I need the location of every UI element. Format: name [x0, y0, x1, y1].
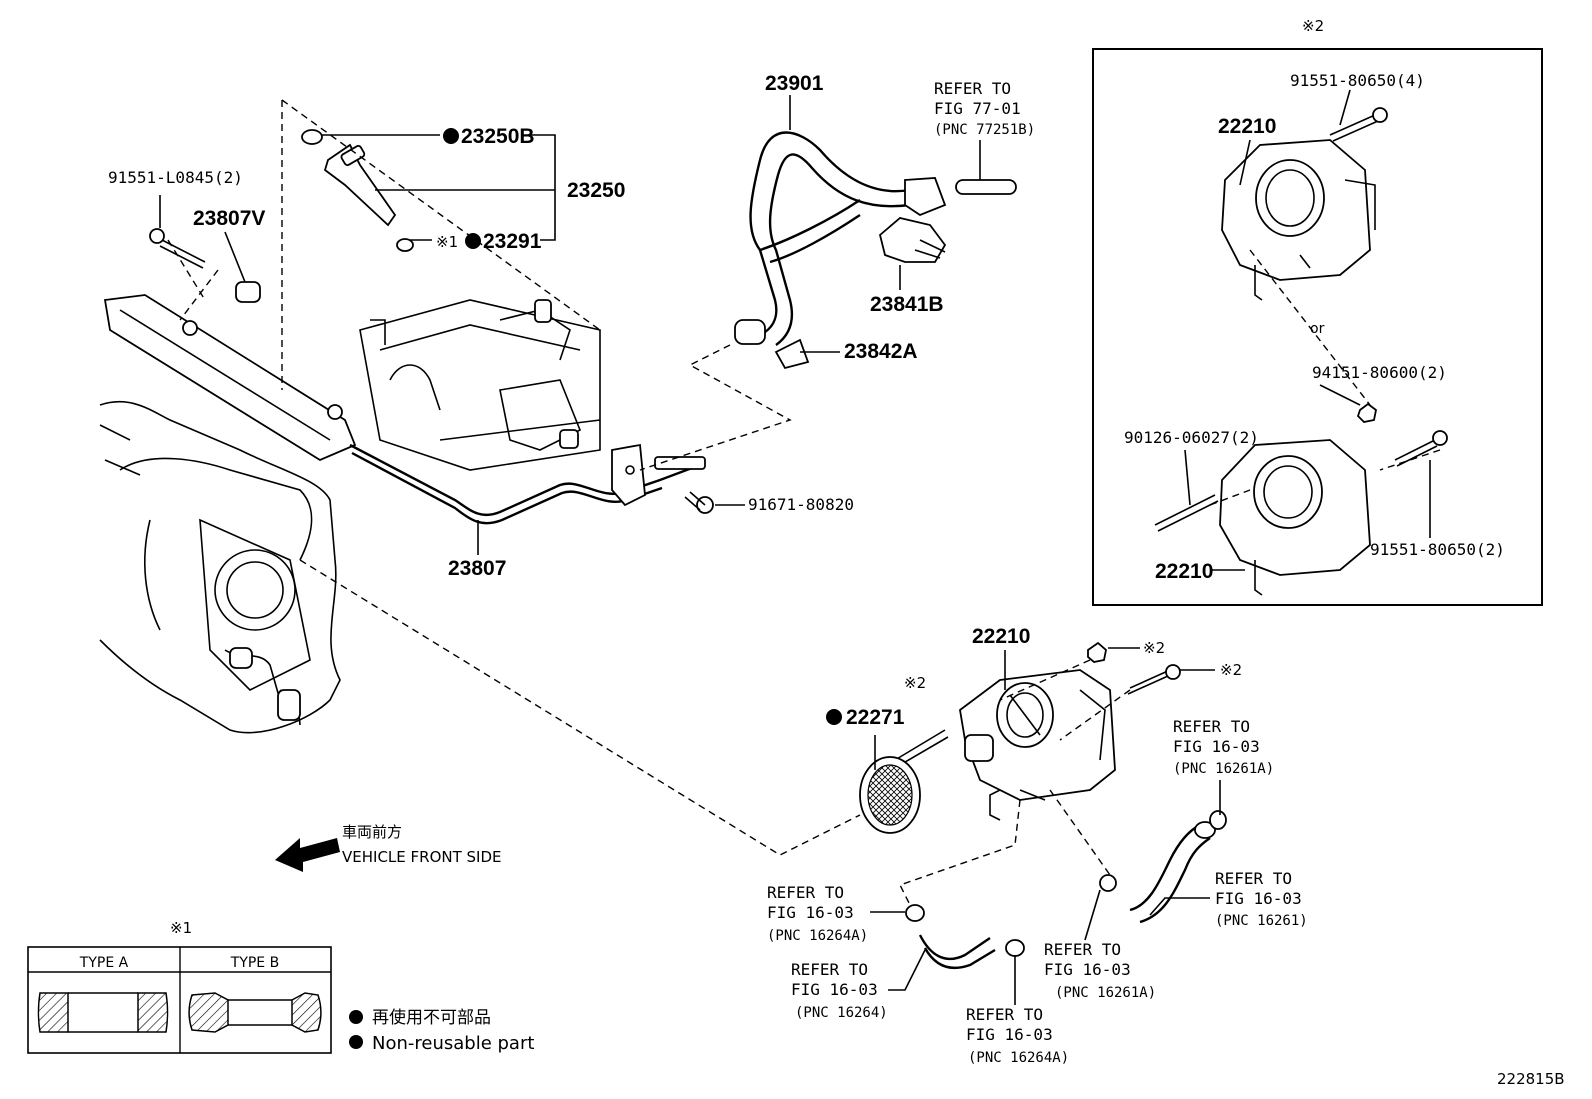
part-23807: 23807 [448, 557, 506, 580]
part-22210-variant1: 22210 [1218, 115, 1276, 138]
part-91551-80650-4: 91551-80650(4) [1290, 71, 1425, 90]
note-mark-2a: ※2 [1143, 639, 1165, 657]
part-23901: 23901 [765, 72, 824, 95]
refer-16264A-bottom-line3: (PNC 16264A) [968, 1050, 1069, 1066]
part-91551-L0845: 91551-L0845(2) [108, 168, 243, 187]
bolt-91551-L0845 [149, 228, 261, 303]
engine-illustration [99, 400, 341, 734]
fuel-rail [103, 294, 357, 462]
part-90126-06027: 90126-06027(2) [1124, 428, 1259, 447]
throttle-body-main [959, 669, 1116, 821]
part-22210-main: 22210 [972, 625, 1030, 648]
nonreusable-dot-icon [465, 233, 481, 249]
bolt-91671-80820 [684, 491, 714, 514]
type-a-header: TYPE A [79, 955, 129, 971]
refer-16261-line2: FIG 16-03 [1215, 889, 1302, 908]
refer-16261-line1: REFER TO [1215, 869, 1292, 888]
part-23250B: 23250B [461, 125, 535, 148]
note-mark-2b: ※2 [1220, 661, 1242, 679]
refer-16261A-bottom-line1: REFER TO [1044, 940, 1121, 959]
refer-16264-line3: (PNC 16264) [795, 1005, 888, 1021]
hose-23901 [734, 131, 947, 346]
note-mark-1: ※1 [436, 233, 458, 251]
nonreusable-dot-icon [826, 709, 842, 725]
part-23807V: 23807V [193, 207, 265, 230]
type-b-header: TYPE B [230, 955, 279, 971]
refer-77-line1: REFER TO [934, 79, 1011, 98]
box-note-mark: ※2 [1302, 17, 1324, 35]
refer-16264-line1: REFER TO [791, 960, 868, 979]
vehicle-front-label-en: VEHICLE FRONT SIDE [342, 848, 502, 866]
refer-16264A-bottom-line2: FIG 16-03 [966, 1025, 1053, 1044]
legend-dot-icon [349, 1010, 363, 1024]
clamp-23841B [878, 217, 947, 263]
refer-16264A-left-line3: (PNC 16264A) [767, 928, 868, 944]
fuel-pipe-23807 [349, 443, 706, 525]
part-91551-80650-2: 91551-80650(2) [1370, 540, 1505, 559]
nonreusable-dot-icon [443, 128, 459, 144]
refer-16261A-top-line2: FIG 16-03 [1173, 737, 1260, 756]
part-23842A: 23842A [844, 340, 918, 363]
clip-23842A [774, 338, 810, 370]
note-mark-2c: ※2 [904, 674, 926, 692]
type-b-section-right [291, 992, 322, 1033]
assembly-lines [167, 99, 1441, 906]
refer-77-line3: (PNC 77251B) [934, 122, 1035, 138]
throttle-body-variant-1 [1221, 107, 1388, 301]
legend-jp: 再使用不可部品 [372, 1007, 491, 1028]
gasket-22271 [859, 756, 921, 834]
part-23841B: 23841B [870, 293, 944, 316]
refer-16261A-top-line1: REFER TO [1173, 717, 1250, 736]
leader-lines [159, 89, 1431, 1005]
throttle-fasteners [894, 641, 1181, 766]
figure-id: 222815B [1497, 1070, 1565, 1088]
type-a-section-left [37, 992, 69, 1033]
or-label: or [1310, 321, 1325, 337]
part-91671-80820: 91671-80820 [748, 495, 854, 514]
part-22210-variant2: 22210 [1155, 560, 1213, 583]
part-23250: 23250 [567, 179, 625, 202]
refer-77-line2: FIG 77-01 [934, 99, 1021, 118]
type-table: ※1 TYPE A TYPE B [27, 919, 332, 1054]
part-94151-80600: 94151-80600(2) [1312, 363, 1447, 382]
vehicle-front-arrow-icon [275, 838, 340, 872]
refer-16261-line3: (PNC 16261) [1215, 913, 1308, 929]
vehicle-front-label-jp: 車両前方 [342, 823, 402, 841]
variant-box [1092, 48, 1543, 606]
type-table-note: ※1 [170, 919, 192, 937]
throttle-body-variant-2 [1154, 402, 1448, 596]
legend-en: Non-reusable part [372, 1033, 534, 1054]
cylinder-head-illustration [359, 299, 601, 471]
injector-23250 [301, 129, 414, 252]
refer-16264A-left-line2: FIG 16-03 [767, 903, 854, 922]
legend-dot-icon [349, 1035, 363, 1049]
type-b-section-left [188, 992, 229, 1033]
refer-16261A-top-line3: (PNC 16261A) [1173, 761, 1274, 777]
refer-16264A-left-line1: REFER TO [767, 883, 844, 902]
refer-16264A-bottom-line1: REFER TO [966, 1005, 1043, 1024]
legend: 再使用不可部品 Non-reusable part [349, 1007, 534, 1054]
refer-16261A-bottom-line3: (PNC 16261A) [1055, 985, 1156, 1001]
coolant-hoses [905, 810, 1227, 970]
part-23291: 23291 [483, 230, 542, 253]
part-22271: 22271 [846, 706, 905, 729]
refer-16261A-bottom-line2: FIG 16-03 [1044, 960, 1131, 979]
refer-16264-line2: FIG 16-03 [791, 980, 878, 999]
type-a-section-right [137, 992, 169, 1033]
vacuum-pipe [955, 179, 1017, 195]
